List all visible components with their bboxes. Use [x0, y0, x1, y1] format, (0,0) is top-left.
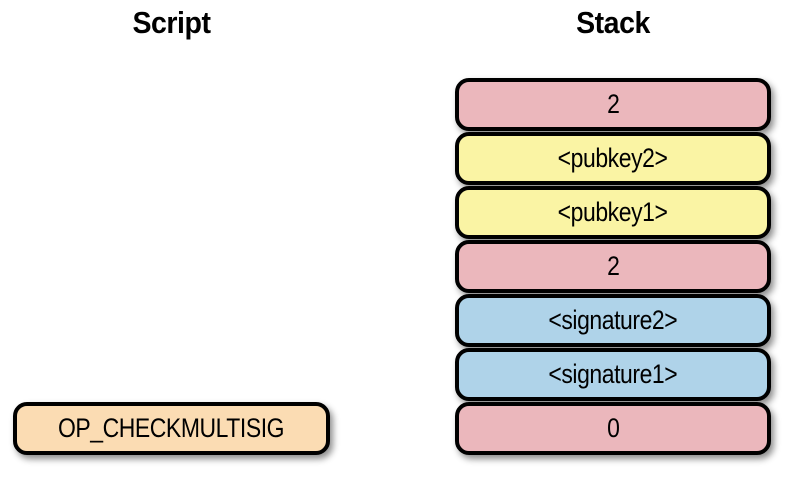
script-column: OP_CHECKMULTISIG	[13, 402, 330, 456]
script-column-title: Script	[132, 5, 211, 40]
stack-item: <signature1>	[455, 348, 771, 401]
stack-item-label: <signature2>	[548, 305, 678, 335]
stack-item: 2	[455, 240, 771, 293]
stack-column-title: Stack	[576, 5, 650, 40]
stack-item: <signature2>	[455, 294, 771, 347]
stack-item: <pubkey2>	[455, 132, 771, 185]
stack-item-label: 2	[606, 89, 620, 119]
stack-item-label: <signature1>	[548, 359, 678, 389]
stack-item: 0	[455, 402, 771, 455]
stack-item-label: <pubkey2>	[558, 143, 668, 173]
stack-item: <pubkey1>	[455, 186, 771, 239]
stack-column: 2 <pubkey2> <pubkey1> 2 <signature2> <si…	[455, 78, 771, 456]
stack-item-label: 0	[606, 413, 620, 443]
script-item-label: OP_CHECKMULTISIG	[58, 413, 285, 443]
script-item: OP_CHECKMULTISIG	[13, 402, 330, 455]
stack-item-label: 2	[606, 251, 620, 281]
stack-item-label: <pubkey1>	[558, 197, 668, 227]
stack-item: 2	[455, 78, 771, 131]
